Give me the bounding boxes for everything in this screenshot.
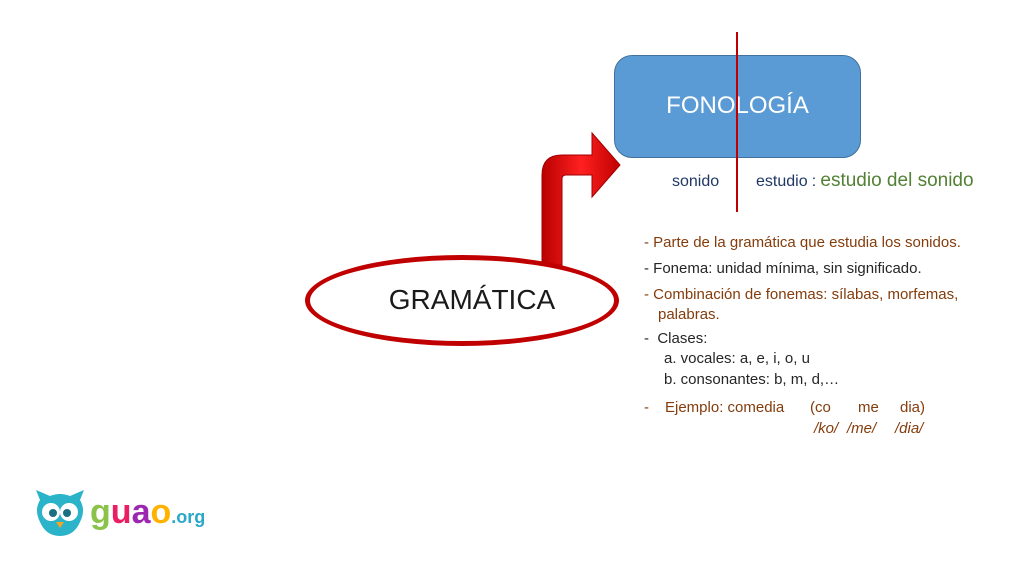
point-4-sub-b: b. consonantes: b, m, d,… (664, 371, 840, 388)
gramatica-ellipse (305, 255, 619, 346)
point-dash: - (644, 286, 654, 303)
etymology-part1: sonido (672, 173, 720, 190)
owl-icon (36, 490, 84, 536)
etymology-separator: : (811, 173, 817, 190)
logo-letter-o: o (150, 493, 172, 531)
logo-letter-g: g (90, 493, 111, 531)
point-1: - Parte de la gramática que estudia los … (644, 234, 961, 251)
guao-logo[interactable]: guao.org (34, 488, 214, 538)
point-dash: - (644, 260, 654, 277)
etymology-row: estudio : estudio del sonido (756, 170, 974, 192)
point-dash: - (644, 330, 658, 347)
example-label: Ejemplo: comedia (665, 399, 785, 416)
example-phonetic-2: /me/ (847, 420, 877, 437)
point-4-sub-a: a. vocales: a, e, i, o, u (664, 350, 810, 367)
example-syllable-2: me (858, 399, 879, 416)
logo-suffix: .org (171, 507, 206, 527)
etymology-part2: estudio (756, 173, 808, 190)
point-text: Combinación de fonemas: sílabas, morfema… (653, 286, 959, 303)
logo-letter-a: a (131, 493, 151, 531)
example-phonetic-3: /dia/ (895, 420, 924, 437)
logo-letter-u: u (110, 493, 132, 531)
point-text: Clases: (657, 330, 708, 347)
point-dash: - (644, 234, 654, 251)
point-3: - Combinación de fonemas: sílabas, morfe… (644, 286, 958, 303)
point-text: Parte de la gramática que estudia los so… (653, 234, 961, 251)
example-dash: - (644, 399, 649, 416)
example-syllable-1: (co (810, 399, 831, 416)
point-3-continued: palabras. (658, 306, 720, 323)
point-4: - Clases: (644, 330, 707, 347)
example-syllable-3: dia) (900, 399, 926, 416)
etymology-meaning: estudio del sonido (820, 170, 974, 191)
arrow-shape (541, 131, 621, 266)
divider-line (736, 32, 738, 212)
gramatica-label: GRAMÁTICA (388, 284, 556, 315)
point-text: Fonema: unidad mínima, sin significado. (653, 260, 922, 277)
example-phonetic-1: /ko/ (814, 420, 839, 437)
point-2: - Fonema: unidad mínima, sin significado… (644, 260, 922, 277)
connector-arrow (541, 131, 621, 266)
